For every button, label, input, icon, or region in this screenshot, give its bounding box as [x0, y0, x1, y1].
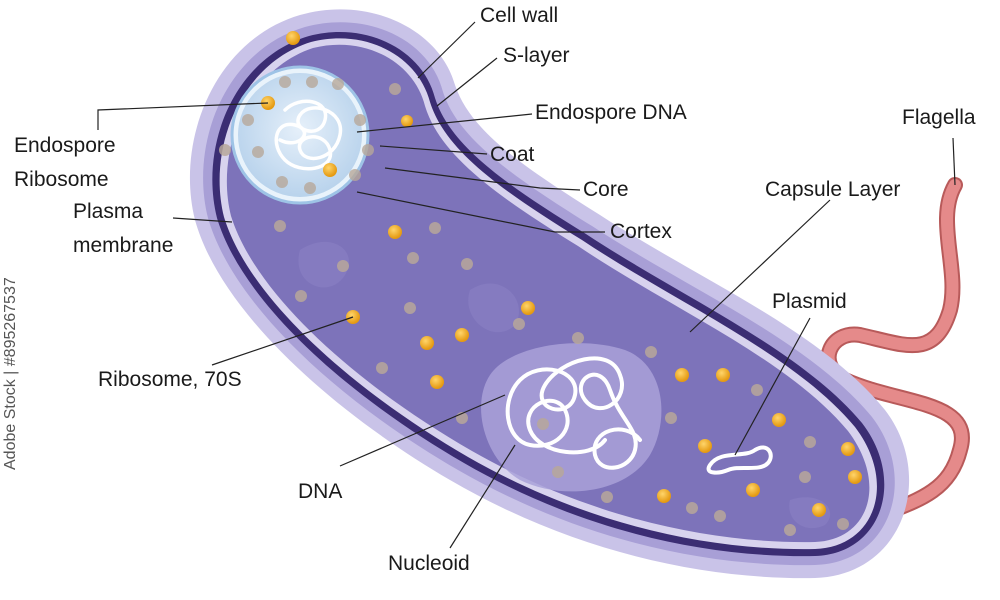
dna-loop	[505, 356, 642, 470]
leader-coat	[379, 145, 488, 155]
label-core: Core	[583, 178, 629, 201]
label-flagella: Flagella	[902, 106, 976, 129]
label-nucleoid: Nucleoid	[388, 552, 470, 575]
cytoplasm-patch	[468, 283, 519, 333]
label-plasma-membrane-line1: Plasma	[73, 200, 144, 223]
label-s-layer: S-layer	[503, 44, 570, 67]
leader-core	[384, 167, 581, 191]
leader-endospore-ribosome	[97, 102, 269, 130]
flagellum-core	[822, 179, 968, 521]
leader-cell-wall	[417, 21, 476, 79]
leader-plasma-membrane	[172, 217, 233, 223]
plasmid	[706, 445, 773, 475]
label-dna: DNA	[298, 480, 343, 503]
label-endospore-dna: Endospore DNA	[535, 101, 687, 124]
label-cortex: Cortex	[610, 220, 672, 243]
cytoplasm-ribosomes	[219, 31, 862, 536]
leader-nucleoid	[449, 444, 516, 549]
leader-s-layer	[436, 57, 498, 107]
leader-flagella	[952, 137, 956, 186]
label-plasmid: Plasmid	[772, 290, 847, 313]
leader-cortex	[356, 191, 605, 233]
label-capsule-layer: Capsule Layer	[765, 178, 901, 201]
leader-endospore-dna	[356, 113, 533, 133]
watermark-text: Adobe Stock | #895267537	[2, 277, 19, 470]
endospore-core	[238, 73, 362, 197]
label-endospore-ribosome-line1: Endospore	[14, 134, 116, 157]
leader-lines	[97, 21, 956, 549]
endospore-dna	[274, 99, 343, 171]
cytoplasm	[226, 44, 870, 543]
label-plasma-membrane-line2: membrane	[73, 234, 174, 257]
leader-capsule-layer	[689, 199, 831, 333]
label-cell-wall: Cell wall	[480, 4, 559, 27]
endospore-ribosomes	[242, 76, 374, 194]
label-ribosome-70s: Ribosome, 70S	[98, 368, 242, 391]
label-coat: Coat	[490, 143, 535, 166]
label-endospore-ribosome-line2: Ribosome	[14, 168, 109, 191]
leader-dna	[339, 394, 506, 467]
leader-plasmid	[734, 317, 811, 456]
nucleoid	[481, 343, 662, 492]
cytoplasm-patch	[298, 241, 349, 288]
leader-ribosome-70s	[211, 316, 354, 366]
